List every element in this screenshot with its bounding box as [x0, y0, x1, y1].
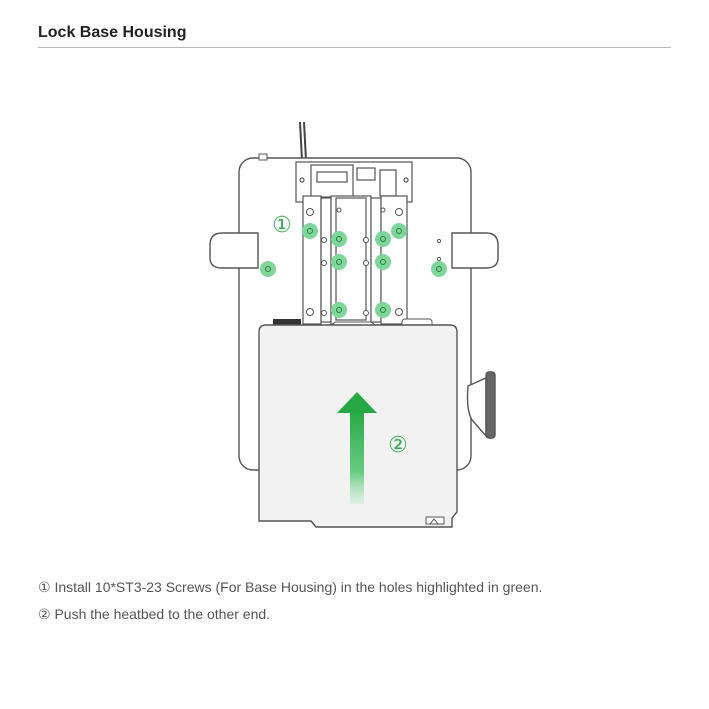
- callout-1: ①: [272, 213, 292, 238]
- screw-hole-highlight: [260, 261, 276, 277]
- screw-hole-highlight: [331, 231, 347, 247]
- rail-assembly: [302, 195, 408, 325]
- screw-hole-highlight: [391, 223, 407, 239]
- screw-hole-highlight: [331, 302, 347, 318]
- screw-hole-highlight: [375, 231, 391, 247]
- instruction-step-1: ① Install 10*ST3-23 Screws (For Base Hou…: [38, 579, 543, 595]
- right-handle: [451, 232, 499, 269]
- side-knob: [466, 371, 496, 439]
- left-handle: [209, 232, 259, 269]
- title-divider: [38, 47, 671, 48]
- screw-hole-highlight: [431, 261, 447, 277]
- page-title: Lock Base Housing: [38, 24, 187, 41]
- top-module: [295, 161, 413, 203]
- screw-hole-highlight: [302, 223, 318, 239]
- push-direction-arrow: [337, 392, 377, 504]
- mounting-holes: [306, 207, 442, 316]
- instruction-step-2: ② Push the heatbed to the other end.: [38, 606, 271, 622]
- callout-2: ②: [388, 433, 408, 458]
- screw-hole-highlight: [331, 254, 347, 270]
- screw-hole-highlight: [375, 254, 391, 270]
- highlighted-screw-holes: [260, 223, 447, 318]
- power-cable: [299, 121, 307, 161]
- screw-hole-highlight: [375, 302, 391, 318]
